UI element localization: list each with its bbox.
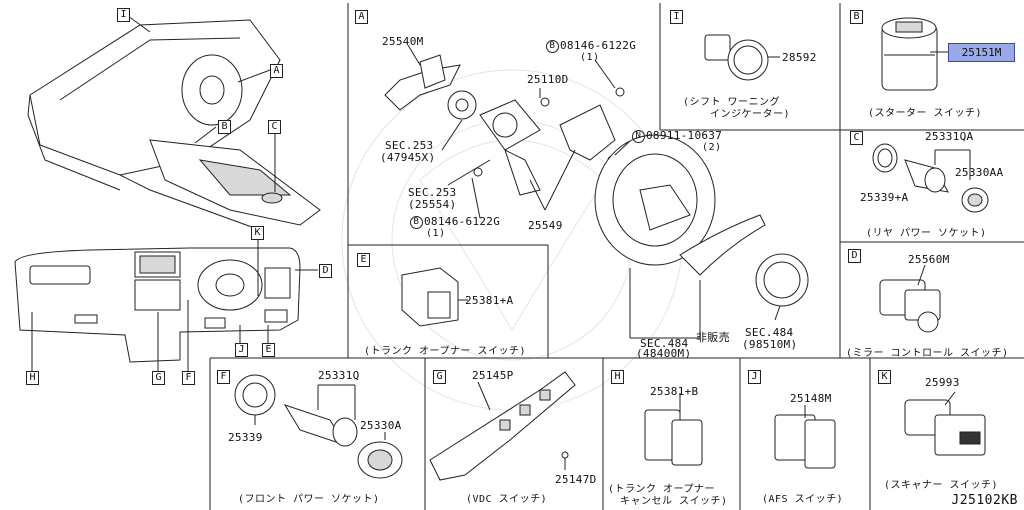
bolt-marker-icon: B (546, 40, 559, 53)
part-sec484-a[interactable]: SEC.484 (640, 337, 689, 350)
panel-i-tag: I (670, 10, 683, 24)
part-08146-bottom[interactable]: 08146-6122G (424, 215, 501, 228)
part-28592[interactable]: 28592 (782, 51, 817, 64)
qty-08146-bottom: (1) (426, 228, 446, 239)
panel-j-tag: J (748, 370, 761, 384)
panel-g-drawing (429, 371, 576, 481)
qty-08911: (2) (702, 142, 722, 153)
part-47945x[interactable]: (47945X) (380, 151, 436, 164)
panel-d-tag: D (848, 249, 861, 263)
part-25554[interactable]: (25554) (408, 198, 457, 211)
caption-trunk-opener: (トランク オープナー スイッチ) (364, 346, 526, 357)
panel-a-drawings (384, 44, 809, 339)
panel-d-drawing (879, 264, 941, 333)
ref-box-j[interactable]: J (235, 343, 248, 357)
part-25560m[interactable]: 25560M (908, 253, 950, 266)
part-25549[interactable]: 25549 (528, 219, 563, 232)
part-25110d[interactable]: 25110D (527, 73, 569, 86)
panel-k-drawing (904, 391, 986, 456)
panel-e-tag: E (357, 253, 370, 267)
ref-box-i[interactable]: I (117, 8, 130, 22)
panel-g-tag: G (433, 370, 446, 384)
part-sec253-a[interactable]: SEC.253 (385, 139, 434, 152)
dashboard-perspective-drawing (27, 15, 321, 231)
caption-mirror-control: (ミラー コントロール スイッチ) (846, 348, 1009, 359)
panel-h-tag: H (611, 370, 624, 384)
bolt-marker-icon: B (410, 216, 423, 229)
part-08146-top[interactable]: 08146-6122G (560, 39, 637, 52)
ref-box-b[interactable]: B (218, 120, 231, 134)
caption-scanner-switch: (スキャナー スイッチ) (884, 480, 999, 491)
panel-e-drawing (401, 267, 468, 327)
part-25339[interactable]: 25339 (228, 431, 263, 444)
nut-marker-icon: N (632, 130, 645, 143)
ref-box-g[interactable]: G (152, 371, 165, 385)
caption-starter-switch: (スターター スイッチ) (868, 108, 983, 119)
not-for-sale-note: 非販売 (696, 331, 730, 344)
panel-h-drawing (644, 393, 703, 466)
dashboard-front-drawing (14, 240, 318, 372)
ref-box-f[interactable]: F (182, 371, 195, 385)
part-25145p[interactable]: 25145P (472, 369, 514, 382)
panel-f-tag: F (217, 370, 230, 384)
ref-box-c[interactable]: C (268, 120, 281, 134)
panel-borders (209, 3, 1024, 510)
ref-box-d[interactable]: D (319, 264, 332, 278)
part-25540m[interactable]: 25540M (382, 35, 424, 48)
panel-c-drawing (872, 143, 989, 213)
part-25993[interactable]: 25993 (925, 376, 960, 389)
caption-rear-power-socket: (リヤ パワー ソケット) (866, 228, 987, 239)
panel-b-tag: B (850, 10, 863, 24)
part-25330aa[interactable]: 25330AA (955, 166, 1004, 179)
caption-trunk-opener-cancel-2: キャンセル スイッチ) (620, 496, 728, 507)
caption-trunk-opener-cancel: (トランク オープナー (608, 484, 715, 495)
part-25331q[interactable]: 25331Q (318, 369, 360, 382)
part-25330a[interactable]: 25330A (360, 419, 402, 432)
part-sec253-b[interactable]: SEC.253 (408, 186, 457, 199)
panel-k-tag: K (878, 370, 891, 384)
part-48400m[interactable]: (48400M) (636, 347, 692, 360)
caption-afs-switch: (AFS スイッチ) (762, 494, 844, 505)
part-sec484-b[interactable]: SEC.484 (745, 326, 794, 339)
panel-i-drawing (704, 34, 780, 81)
ref-box-h[interactable]: H (26, 371, 39, 385)
part-25331qa[interactable]: 25331QA (925, 130, 974, 143)
part-25339a[interactable]: 25339+A (860, 191, 909, 204)
panel-f-drawing (234, 374, 403, 479)
part-25147d[interactable]: 25147D (555, 473, 597, 486)
caption-shift-warning-2: インジケーター) (710, 109, 791, 120)
part-25148m[interactable]: 25148M (790, 392, 832, 405)
part-08911-10637[interactable]: 08911-10637 (646, 129, 723, 142)
caption-front-power-socket: (フロント パワー ソケット) (238, 494, 380, 505)
ref-box-e[interactable]: E (262, 343, 275, 357)
panel-a-tag: A (355, 10, 368, 24)
part-25381b[interactable]: 25381+B (650, 385, 699, 398)
part-25151m-highlighted[interactable]: 25151M (948, 43, 1015, 62)
ref-box-k[interactable]: K (251, 226, 264, 240)
diagram-code: J25102KB (951, 493, 1018, 508)
panel-j-drawing (774, 405, 836, 469)
caption-vdc-switch: (VDC スイッチ) (466, 494, 548, 505)
ref-box-a[interactable]: A (270, 64, 283, 78)
qty-08146-top: (1) (580, 52, 600, 63)
part-98510m[interactable]: (98510M) (742, 338, 798, 351)
panel-c-tag: C (850, 131, 863, 145)
caption-shift-warning: (シフト ワーニング (683, 97, 781, 108)
panel-b-drawing (881, 17, 948, 91)
part-25381a[interactable]: 25381+A (465, 294, 514, 307)
